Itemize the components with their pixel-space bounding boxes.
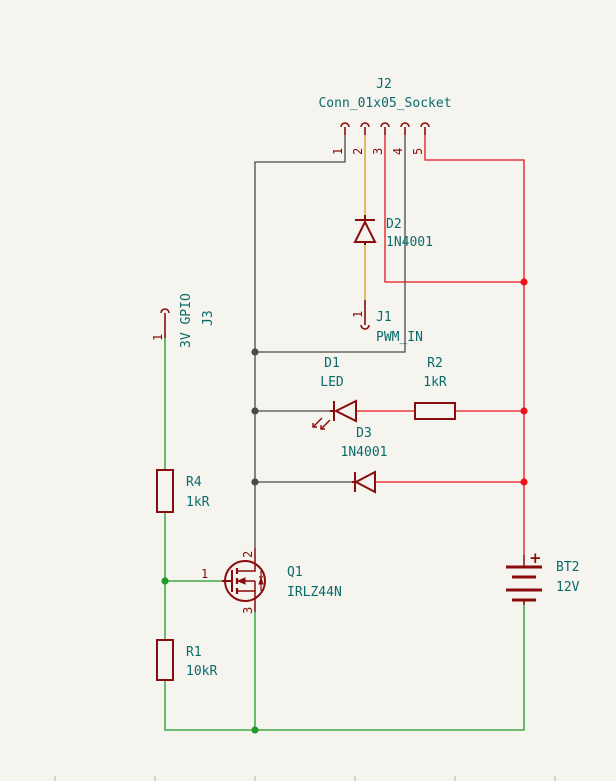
junction-dot — [251, 726, 259, 734]
d1-led[interactable] — [312, 399, 357, 430]
j1-ref: J1 — [376, 310, 392, 325]
j3-pin: 1 — [151, 334, 165, 341]
wire-gnd-bottom[interactable] — [164, 600, 525, 731]
j2-connector[interactable] — [340, 122, 430, 135]
r2-value: 1kR — [423, 375, 447, 390]
junctions — [161, 278, 528, 734]
d1-ref: D1 — [324, 356, 340, 371]
bt2-plus-sign: + — [529, 549, 542, 567]
junction-dot — [251, 478, 259, 486]
junction-dot — [520, 478, 528, 486]
r1-resistor[interactable] — [156, 639, 174, 681]
d3-diode[interactable] — [352, 470, 376, 494]
j3-ref: J3 — [201, 310, 216, 326]
j3-value: 3V GPIO — [179, 293, 194, 348]
bt2-ref: BT2 — [556, 560, 579, 575]
j3-connector[interactable] — [160, 308, 170, 338]
bt2-value: 12V — [556, 580, 580, 595]
r1-value: 10kR — [186, 664, 217, 679]
wire-j2-pin1[interactable] — [254, 135, 346, 548]
wire-j2-pin5[interactable] — [424, 135, 525, 555]
d3-ref: D3 — [356, 426, 372, 441]
q1-mosfet[interactable] — [222, 548, 266, 612]
q1-pin-drain: 2 — [241, 551, 255, 558]
frame-ticks — [54, 776, 556, 781]
j2-ref: J2 — [376, 77, 392, 92]
j1-connector[interactable] — [360, 300, 370, 330]
j2-pin-2: 2 — [351, 148, 365, 155]
r2-ref: R2 — [427, 356, 443, 371]
d2-diode[interactable] — [353, 215, 377, 245]
junction-dot — [251, 348, 259, 356]
junction-dot — [520, 407, 528, 415]
j2-pin-3: 3 — [371, 148, 385, 155]
q1-pin-source: 3 — [241, 607, 255, 614]
bt2-battery[interactable] — [506, 555, 542, 605]
q1-ref: Q1 — [287, 565, 303, 580]
j2-pin-5: 5 — [411, 148, 425, 155]
r1-ref: R1 — [186, 645, 202, 660]
j2-value: Conn_01x05_Socket — [318, 96, 451, 111]
wire-j2-pin4[interactable] — [255, 135, 406, 353]
r4-ref: R4 — [186, 475, 202, 490]
d2-ref: D2 — [386, 217, 402, 232]
r2-resistor[interactable] — [414, 402, 456, 420]
q1-pin-gate: 1 — [201, 567, 208, 581]
junction-dot — [161, 577, 169, 585]
j2-pin-1: 1 — [331, 148, 345, 155]
d2-value: 1N4001 — [386, 235, 433, 250]
j2-pin-4: 4 — [391, 148, 405, 155]
j1-value: PWM_IN — [376, 330, 423, 345]
d3-value: 1N4001 — [341, 445, 388, 460]
net-ground — [164, 338, 525, 731]
wire-j2-pin3[interactable] — [384, 135, 524, 283]
q1-value: IRLZ44N — [287, 585, 342, 600]
junction-dot — [520, 278, 528, 286]
net-power — [356, 135, 525, 555]
d1-value: LED — [320, 375, 344, 390]
junction-dot — [251, 407, 259, 415]
j1-pin: 1 — [351, 311, 365, 318]
r4-value: 1kR — [186, 495, 210, 510]
r4-resistor[interactable] — [156, 469, 174, 513]
